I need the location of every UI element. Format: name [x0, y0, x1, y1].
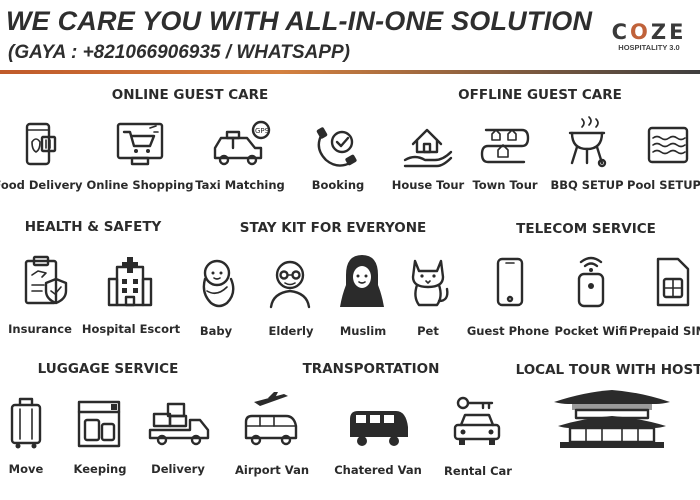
- label-online-shopping: Online Shopping: [86, 178, 194, 192]
- taxi-matching-item: GPS: [195, 120, 285, 170]
- insurance-clipboard-icon: [24, 255, 68, 305]
- insurance-item: [0, 255, 90, 309]
- contact-line: (GAYA : +821066906935 / WHATSAPP): [8, 42, 350, 63]
- label-pool-setup: Pool SETUP: [627, 178, 700, 192]
- pocket-wifi-item: [546, 252, 636, 308]
- food-delivery-item: [0, 120, 85, 170]
- header-divider: [0, 70, 700, 74]
- hospital-escort-item: [85, 255, 175, 309]
- pool-setup-item: [623, 120, 700, 170]
- bbq-grill-icon: [568, 116, 607, 168]
- section-title-offline-guest-care: OFFLINE GUEST CARE: [458, 87, 622, 103]
- airport-van-item: [227, 392, 317, 448]
- label-baby: Baby: [199, 324, 233, 338]
- keeping-item: [55, 398, 145, 450]
- label-bbq-setup: BBQ SETUP: [550, 178, 624, 192]
- label-elderly: Elderly: [268, 324, 314, 338]
- pet-item: [383, 255, 473, 309]
- muslim-item: [317, 253, 407, 309]
- town-route-icon: [480, 128, 530, 164]
- section-title-transportation: TRANSPORTATION: [302, 361, 440, 377]
- delivery-truck-icon: [148, 402, 210, 446]
- booking-item: [292, 120, 382, 170]
- prepaid-sim-item: [627, 255, 700, 309]
- bbq-setup-item: [542, 115, 632, 171]
- shopping-cart-screen-icon: [116, 122, 164, 166]
- online-shopping-item: [95, 120, 185, 170]
- phone-food-icon: [25, 122, 57, 166]
- logo-brand: COZE: [611, 20, 687, 44]
- muslim-woman-icon: [340, 255, 384, 307]
- booking-check-icon: [316, 127, 357, 167]
- local-tour-item: [547, 388, 677, 452]
- headline: WE CARE YOU WITH ALL-IN-ONE SOLUTION: [6, 6, 593, 36]
- town-tour-item: [460, 120, 550, 170]
- taxi-gps-icon: GPS: [213, 120, 271, 166]
- section-title-stay-kit: STAY KIT FOR EVERYONE: [239, 220, 427, 236]
- hospital-icon: [107, 257, 153, 307]
- suitcase-icon: [10, 397, 42, 449]
- rental-car-key-icon: [453, 396, 501, 445]
- logo-tagline: HOSPITALITY 3.0: [618, 43, 680, 52]
- label-move: Move: [8, 462, 44, 476]
- svg-text:GPS: GPS: [255, 127, 270, 135]
- sim-card-icon: [656, 257, 690, 307]
- label-rental-car: Rental Car: [444, 464, 512, 478]
- move-item: [0, 395, 71, 451]
- delivery-item: [135, 400, 225, 448]
- label-pocket-wifi: Pocket Wifi: [554, 324, 628, 338]
- label-food-delivery: Food Delivery: [0, 178, 83, 192]
- baby-item: [173, 255, 263, 309]
- section-title-health-safety: HEALTH & SAFETY: [24, 219, 162, 235]
- baby-icon: [202, 259, 235, 308]
- label-airport-van: Airport Van: [234, 463, 310, 477]
- label-prepaid-sim: Prepaid SIM: [628, 324, 700, 338]
- label-taxi-matching: Taxi Matching: [195, 178, 285, 192]
- label-delivery: Delivery: [151, 462, 205, 476]
- pocket-wifi-icon: [577, 256, 605, 308]
- cat-icon: [411, 259, 449, 307]
- label-keeping: Keeping: [73, 462, 127, 476]
- elderly-icon: [269, 260, 311, 309]
- label-house-tour: House Tour: [391, 178, 465, 192]
- chatered-van-item: [333, 405, 423, 449]
- section-title-luggage: LUGGAGE SERVICE: [37, 361, 179, 377]
- elderly-item: [245, 255, 335, 309]
- label-muslim: Muslim: [339, 324, 387, 338]
- label-booking: Booking: [311, 178, 365, 192]
- label-town-tour: Town Tour: [472, 178, 538, 192]
- coze-logo: COZE HOSPITALITY 3.0: [603, 20, 695, 52]
- label-guest-phone: Guest Phone: [466, 324, 550, 338]
- airport-van-icon: [244, 392, 298, 446]
- guest-phone-item: [465, 255, 555, 309]
- van-icon: [350, 411, 408, 446]
- section-title-online-guest-care: ONLINE GUEST CARE: [111, 87, 269, 103]
- label-chatered-van: Chatered Van: [334, 463, 422, 477]
- smartphone-icon: [496, 257, 524, 307]
- section-title-local-tour: LOCAL TOUR WITH HOST: [515, 362, 700, 378]
- section-title-telecom: TELECOM SERVICE: [516, 221, 656, 237]
- rental-car-item: [432, 395, 522, 451]
- pool-icon: [647, 126, 689, 164]
- label-insurance: Insurance: [8, 322, 72, 336]
- luggage-locker-icon: [77, 400, 121, 448]
- label-hospital-escort: Hospital Escort: [81, 322, 181, 336]
- korean-palace-icon: [554, 390, 670, 448]
- house-tour-item: [383, 120, 473, 170]
- label-pet: Pet: [417, 324, 439, 338]
- house-hand-icon: [403, 128, 453, 168]
